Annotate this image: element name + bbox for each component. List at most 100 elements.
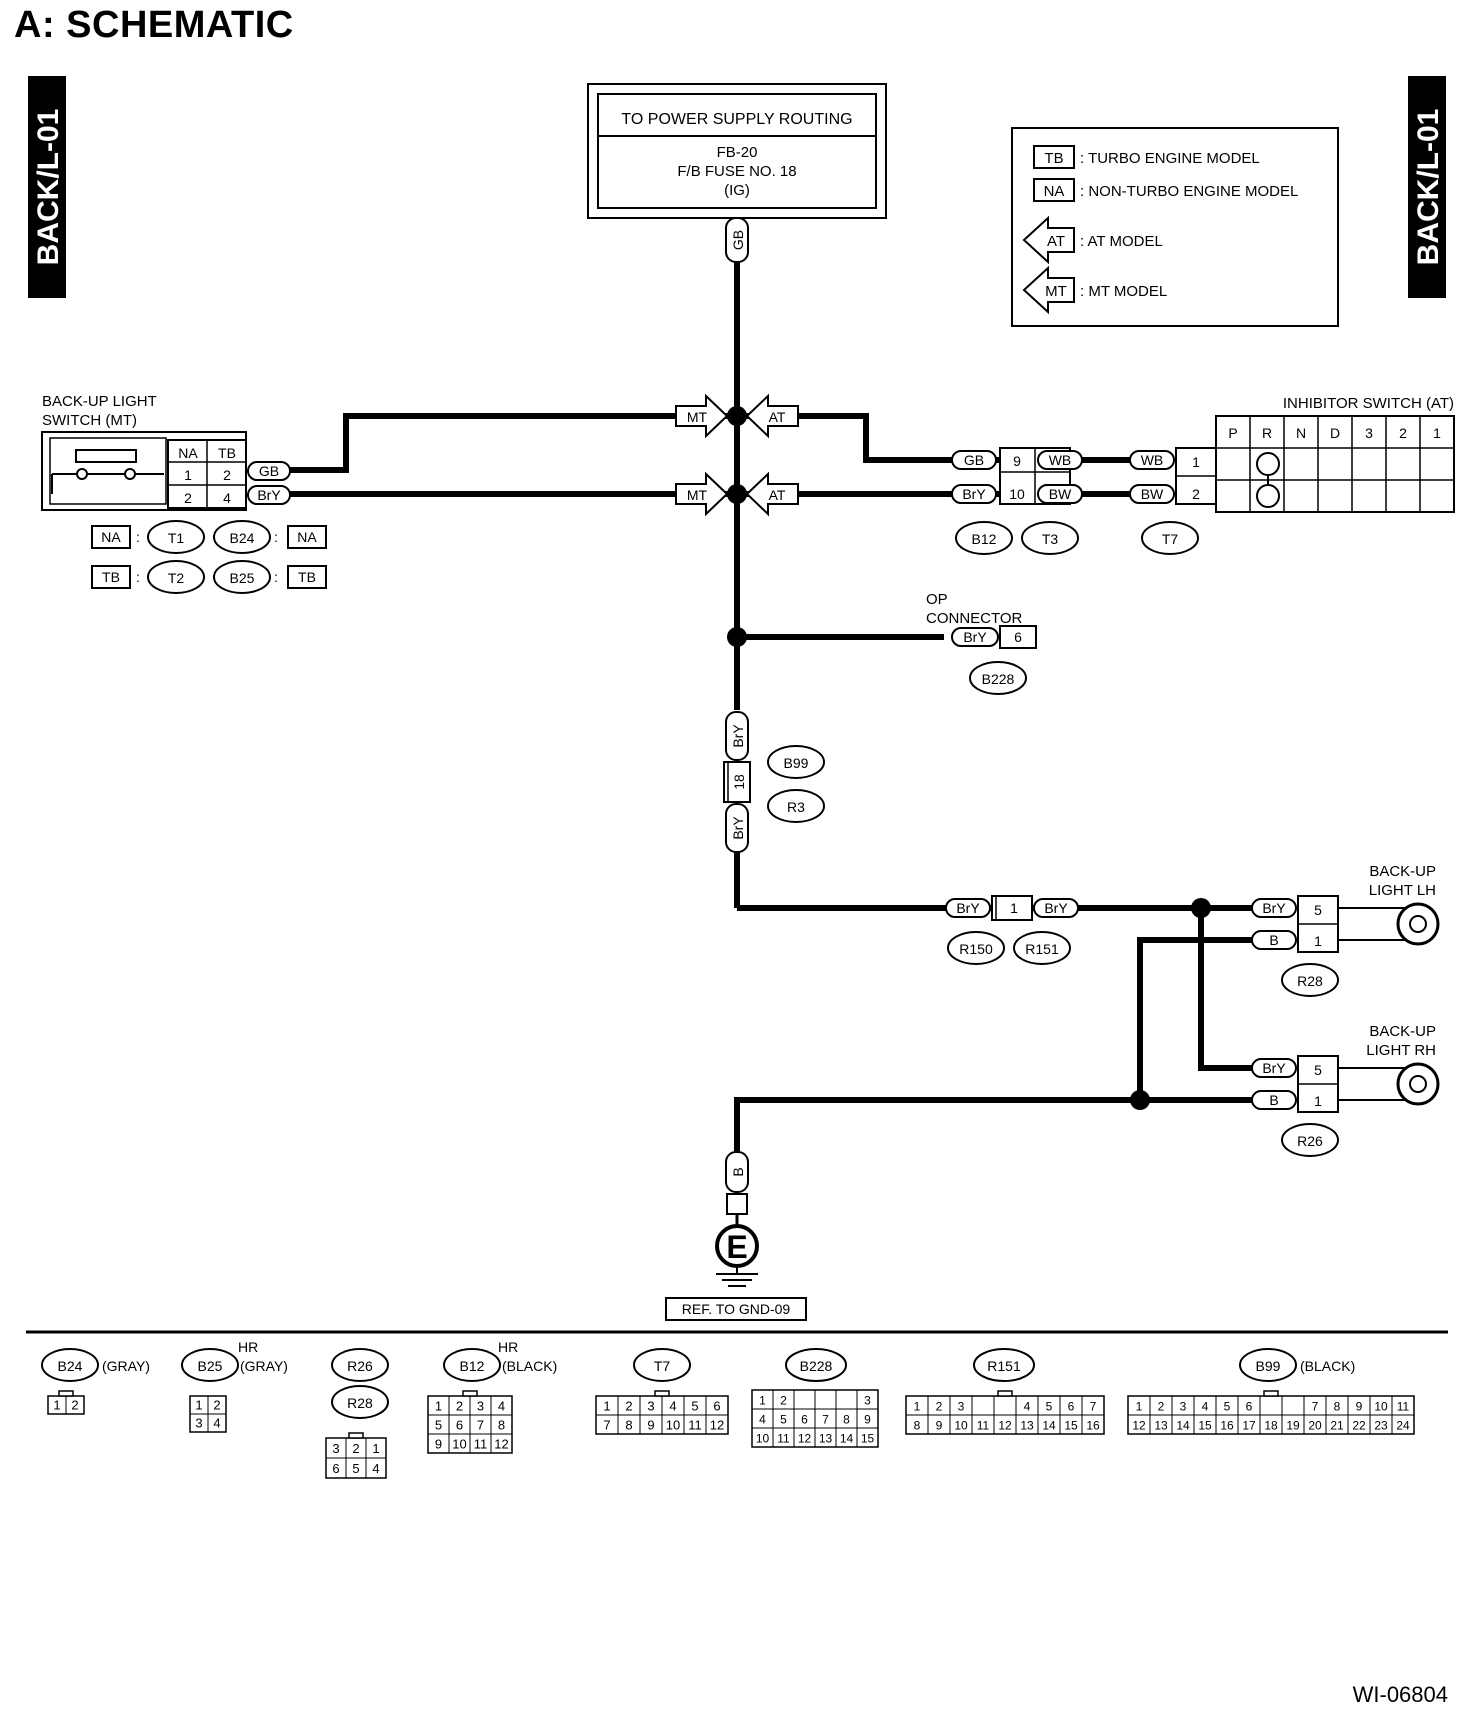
svg-text:3: 3: [1180, 1399, 1187, 1413]
conn-b228: B228: [982, 671, 1015, 687]
svg-text:13: 13: [1154, 1418, 1168, 1432]
svg-text:2: 2: [780, 1393, 787, 1407]
view-r26-label: R26: [347, 1358, 373, 1374]
svg-text:12: 12: [494, 1436, 508, 1451]
svg-text:2: 2: [71, 1398, 78, 1413]
conn-b99: B99: [784, 755, 809, 771]
svg-text:1: 1: [435, 1398, 442, 1413]
svg-text:4: 4: [372, 1461, 379, 1476]
svg-text:16: 16: [1220, 1418, 1234, 1432]
svg-text:7: 7: [1312, 1399, 1319, 1413]
mt-arrow-icon: [675, 471, 729, 517]
op-label1: OP: [926, 591, 948, 608]
b12-t3-connectors: GB 9 10 WB BrY BW B12 T3: [951, 447, 1083, 555]
lh-pin-1: 1: [1314, 933, 1322, 949]
backup-switch-title2: SWITCH (MT): [42, 412, 137, 429]
view-b25-color: (GRAY): [240, 1358, 288, 1374]
inhibitor-position-P: P: [1228, 425, 1237, 441]
switch-pin-tb-1: 2: [223, 467, 231, 483]
svg-text:21: 21: [1330, 1418, 1344, 1432]
inhibitor-position-D: D: [1330, 425, 1340, 441]
b99-wire-bot: BrY: [730, 816, 746, 840]
junction-mt-upper: MT: [687, 409, 708, 425]
op-pin-6: 6: [1014, 629, 1022, 645]
svg-text:10: 10: [954, 1418, 968, 1432]
switch-pin-tb-2: 4: [223, 490, 231, 506]
inhibitor-title: INHIBITOR SWITCH (AT): [1283, 395, 1454, 412]
svg-text:8: 8: [914, 1418, 921, 1432]
side-tab-right: BACK/L-01: [1408, 76, 1446, 298]
conn-t3: T3: [1042, 531, 1059, 547]
op-wire-bry: BrY: [963, 629, 987, 645]
svg-text:10: 10: [452, 1436, 466, 1451]
svg-text:4: 4: [1202, 1399, 1209, 1413]
lh-pin-5: 5: [1314, 902, 1322, 918]
b12-pin-10: 10: [1009, 486, 1025, 502]
svg-text:17: 17: [1242, 1418, 1256, 1432]
rh-wire-b: B: [1269, 1092, 1278, 1108]
svg-text:8: 8: [498, 1417, 505, 1432]
svg-text:1: 1: [603, 1398, 610, 1413]
inhibitor-position-1: 1: [1433, 425, 1441, 441]
svg-text:10: 10: [1374, 1399, 1388, 1413]
conn-t1: T1: [168, 530, 185, 546]
svg-text:15: 15: [861, 1431, 875, 1445]
ground-symbol: E: [726, 1229, 747, 1265]
svg-text:14: 14: [1176, 1418, 1190, 1432]
svg-text:6: 6: [456, 1417, 463, 1432]
mt-arrow-icon: [675, 393, 729, 439]
junction-at-lower: AT: [769, 487, 786, 503]
junction-arrows: MT AT MT AT: [675, 393, 799, 517]
svg-text:2: 2: [1158, 1399, 1165, 1413]
svg-text:6: 6: [1068, 1399, 1075, 1413]
ground: B E REF. TO GND-09: [665, 1151, 807, 1321]
view-b25-label: B25: [198, 1358, 223, 1374]
svg-text:8: 8: [1334, 1399, 1341, 1413]
svg-text:12: 12: [998, 1418, 1012, 1432]
side-tab-left: BACK/L-01: [28, 76, 66, 298]
svg-text:1: 1: [759, 1393, 766, 1407]
switch-na-tag2: NA: [297, 529, 317, 545]
at-arrow-icon: [1022, 215, 1075, 265]
svg-text:6: 6: [1246, 1399, 1253, 1413]
switch-pin-na-2: 2: [184, 490, 192, 506]
inhibitor-position-R: R: [1262, 425, 1272, 441]
svg-text:12: 12: [1132, 1418, 1146, 1432]
view-b25-hr: HR: [238, 1339, 258, 1355]
svg-text:1: 1: [1136, 1399, 1143, 1413]
svg-text:3: 3: [647, 1398, 654, 1413]
lh-label2: LIGHT LH: [1369, 882, 1436, 899]
svg-text:24: 24: [1396, 1418, 1410, 1432]
switch-tb-tag: TB: [102, 569, 120, 585]
svg-text:6: 6: [332, 1461, 339, 1476]
colon: :: [136, 529, 140, 545]
b99-pin-18: 18: [731, 774, 747, 790]
svg-text:3: 3: [958, 1399, 965, 1413]
view-b12-color: (BLACK): [502, 1358, 557, 1374]
power-supply-box: TO POWER SUPPLY ROUTING FB-20 F/B FUSE N…: [587, 83, 887, 219]
r151-wire-bry: BrY: [1044, 900, 1068, 916]
svg-text:4: 4: [213, 1416, 220, 1431]
svg-text:4: 4: [669, 1398, 676, 1413]
switch-tb-tag2: TB: [298, 569, 316, 585]
view-r151-label: R151: [987, 1358, 1021, 1374]
svg-text:9: 9: [1356, 1399, 1363, 1413]
svg-text:3: 3: [864, 1393, 871, 1407]
svg-text:23: 23: [1374, 1418, 1388, 1432]
svg-text:14: 14: [840, 1431, 854, 1445]
op-label2: CONNECTOR: [926, 610, 1023, 627]
svg-text:11: 11: [977, 1418, 990, 1432]
conn-b24: B24: [230, 530, 255, 546]
lh-wire-b: B: [1269, 932, 1278, 948]
b99-r3-connector: BrY 18 BrY B99 R3: [723, 711, 825, 853]
colon: :: [274, 529, 278, 545]
svg-text:15: 15: [1198, 1418, 1212, 1432]
bulb-icon: [1396, 1062, 1440, 1106]
